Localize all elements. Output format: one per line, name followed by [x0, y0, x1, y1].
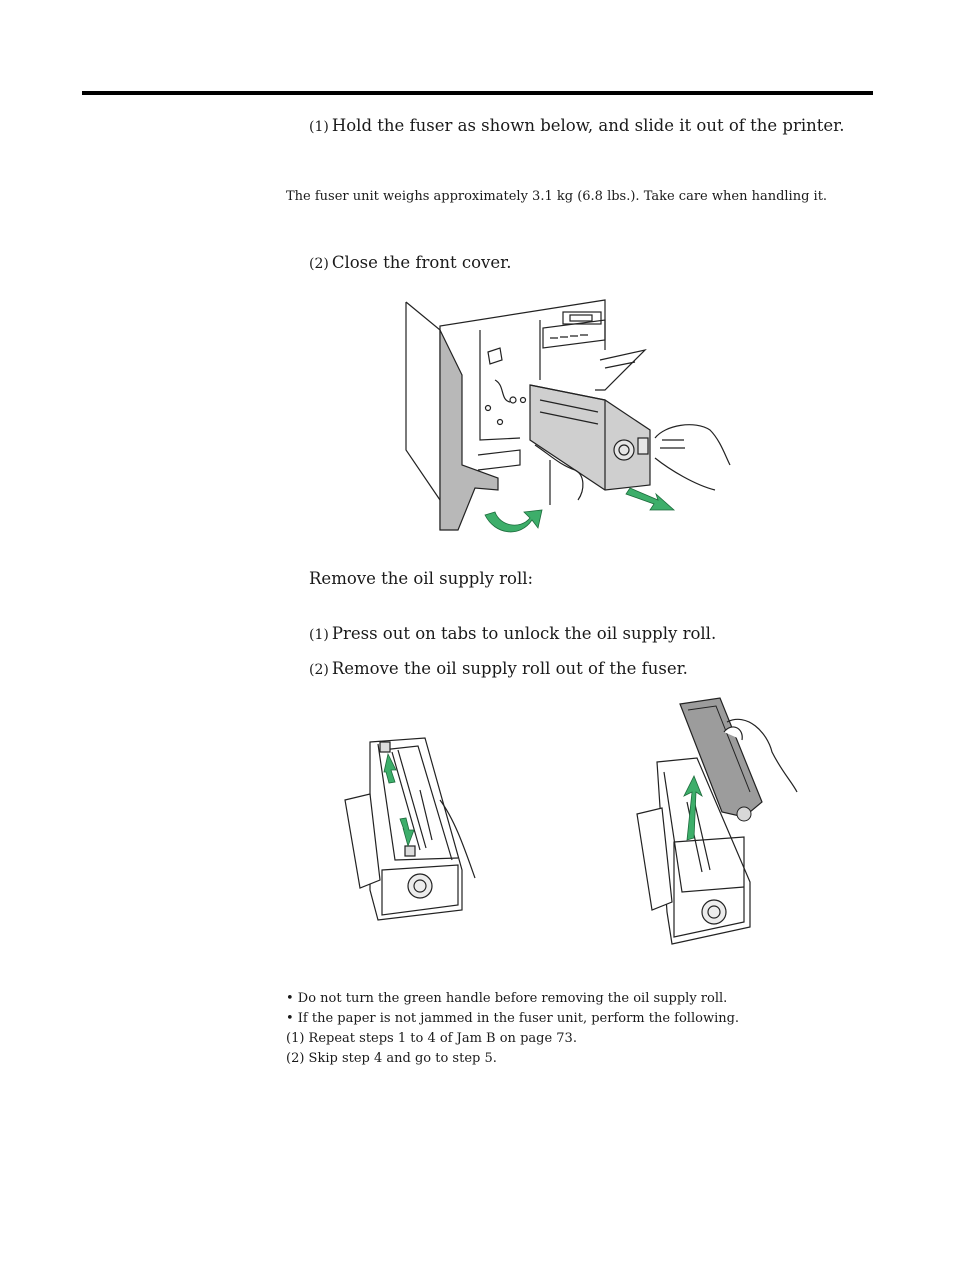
header-rule: [82, 91, 873, 95]
step-number: (1): [309, 119, 329, 135]
step-text: Close the front cover.: [331, 253, 512, 272]
note-green-handle: • Do not turn the green handle before re…: [286, 991, 728, 1006]
oil-roll-removal-illustration: [632, 692, 802, 952]
step-text: Hold the fuser as shown below, and slide…: [331, 116, 845, 135]
step-remove-roll: (2)Remove the oil supply roll out of the…: [309, 659, 688, 678]
caution-text: The fuser unit weighs approximately 3.1 …: [286, 189, 828, 204]
remove-oil-roll-heading: Remove the oil supply roll:: [309, 569, 534, 588]
step-number: (2): [309, 256, 329, 272]
note-skip-step: (2) Skip step 4 and go to step 5.: [286, 1051, 497, 1066]
step-text: Press out on tabs to unlock the oil supp…: [331, 624, 717, 643]
fuser-tabs-illustration: [340, 730, 480, 930]
step-number: (2): [309, 662, 329, 678]
note-not-jammed: • If the paper is not jammed in the fuse…: [286, 1011, 740, 1026]
step-text: Remove the oil supply roll out of the fu…: [331, 659, 688, 678]
step-number: (1): [309, 627, 329, 643]
step-press-tabs: (1)Press out on tabs to unlock the oil s…: [309, 624, 716, 643]
step-close-cover: (2)Close the front cover.: [309, 253, 511, 272]
printer-fuser-illustration: [400, 290, 740, 545]
step-hold-fuser: (1)Hold the fuser as shown below, and sl…: [309, 116, 844, 135]
note-repeat-steps: (1) Repeat steps 1 to 4 of Jam B on page…: [286, 1031, 577, 1046]
